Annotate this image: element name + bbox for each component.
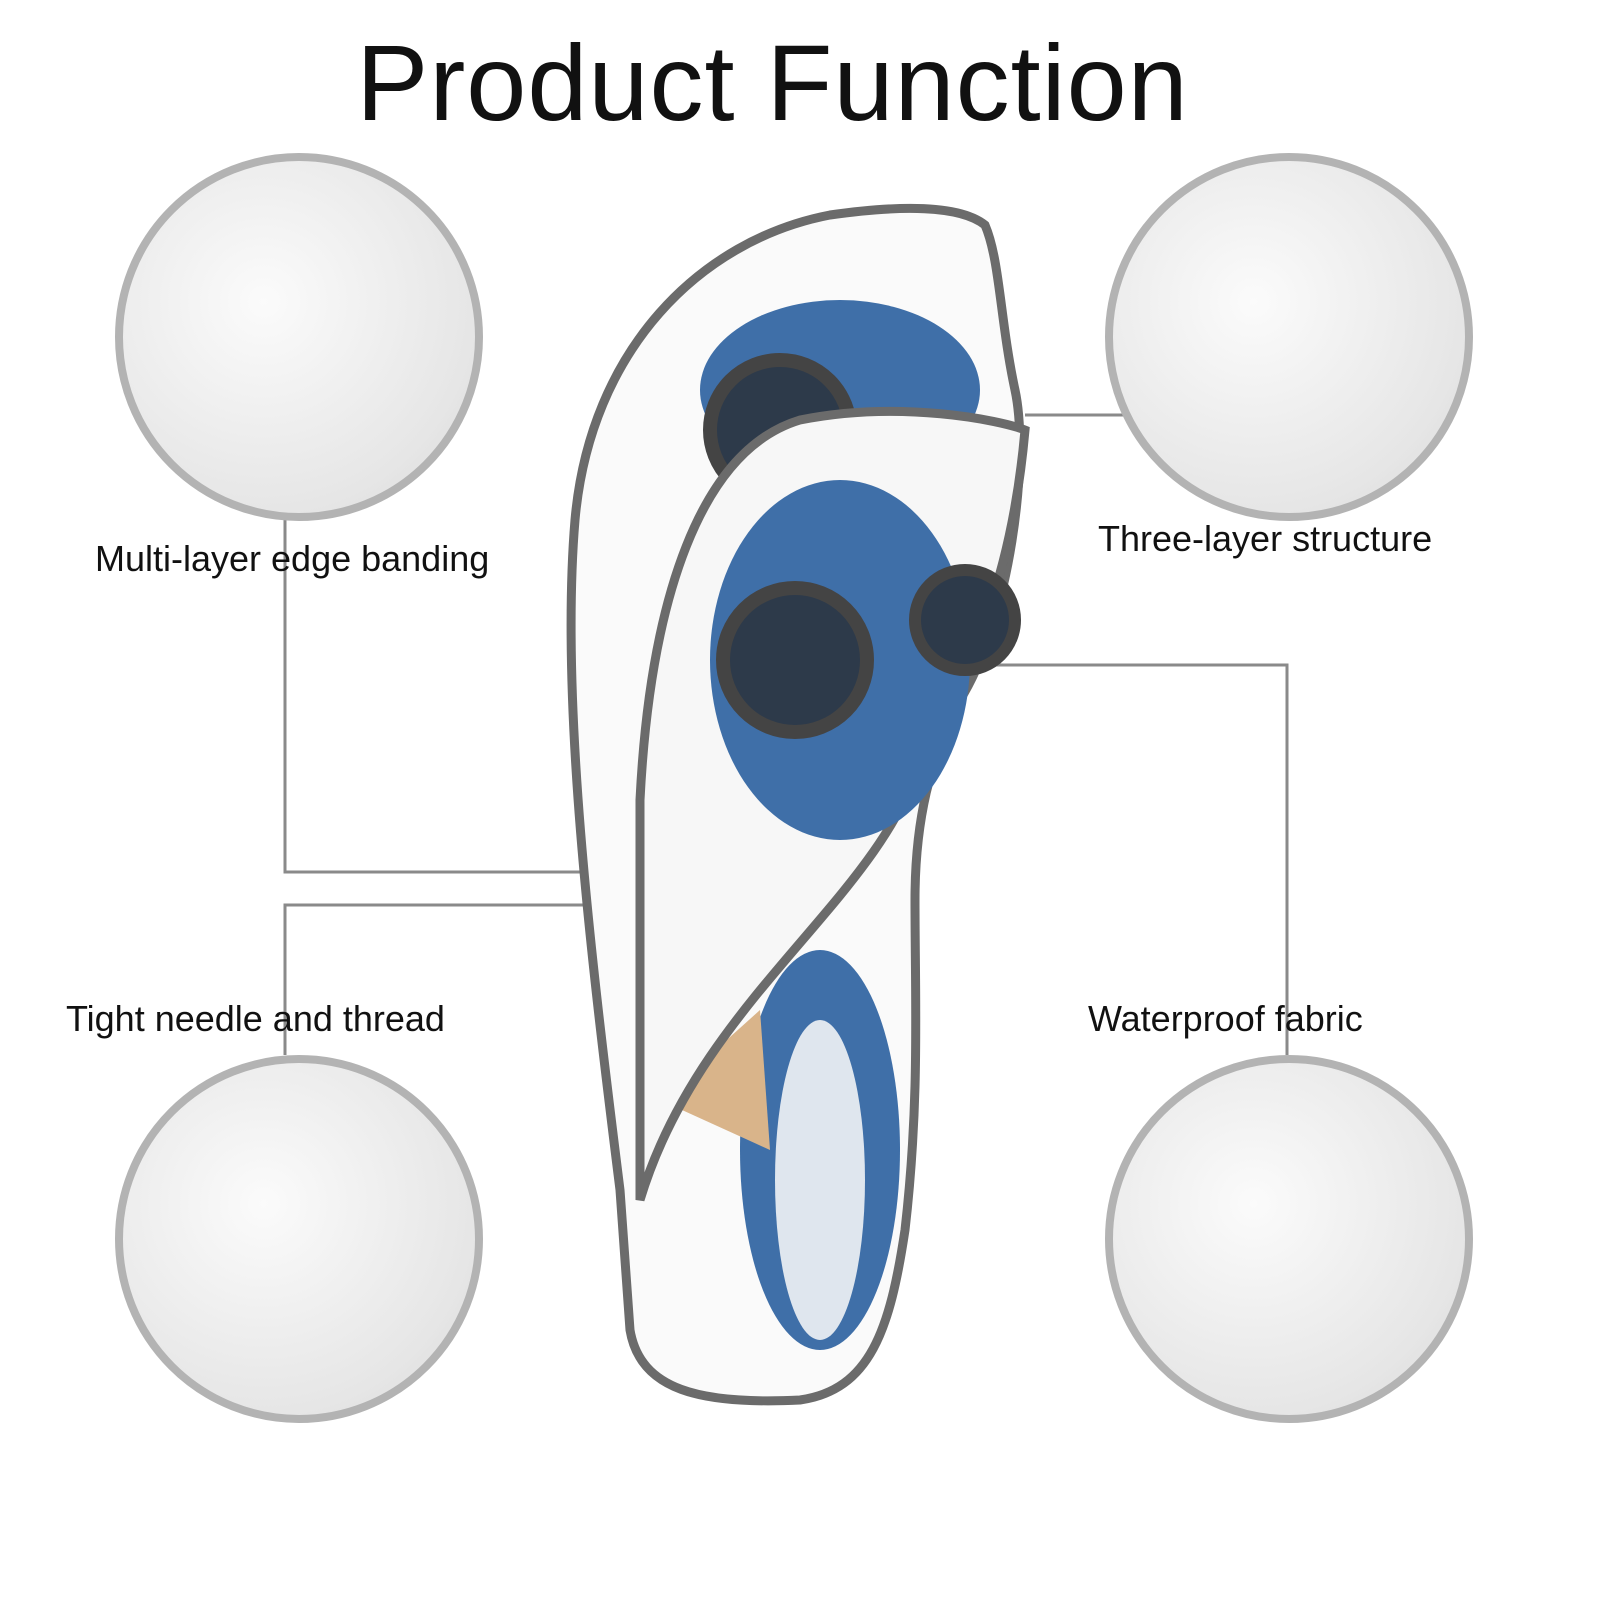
detail-circle-needle-thread [115,1055,483,1423]
detail-circle-waterproof [1105,1055,1473,1423]
page-title: Product Function [356,22,1189,143]
detail-circle-edge-banding [115,153,483,521]
feature-label-edge-banding: Multi-layer edge banding [95,538,490,579]
detail-circle-three-layer [1105,153,1473,521]
headcover-image [566,203,1030,1406]
feature-label-waterproof: Waterproof fabric [1088,998,1363,1039]
feature-label-needle-thread: Tight needle and thread [66,998,445,1039]
callout-lines [283,413,1289,1055]
feature-label-three-layer: Three-layer structure [1098,518,1433,559]
